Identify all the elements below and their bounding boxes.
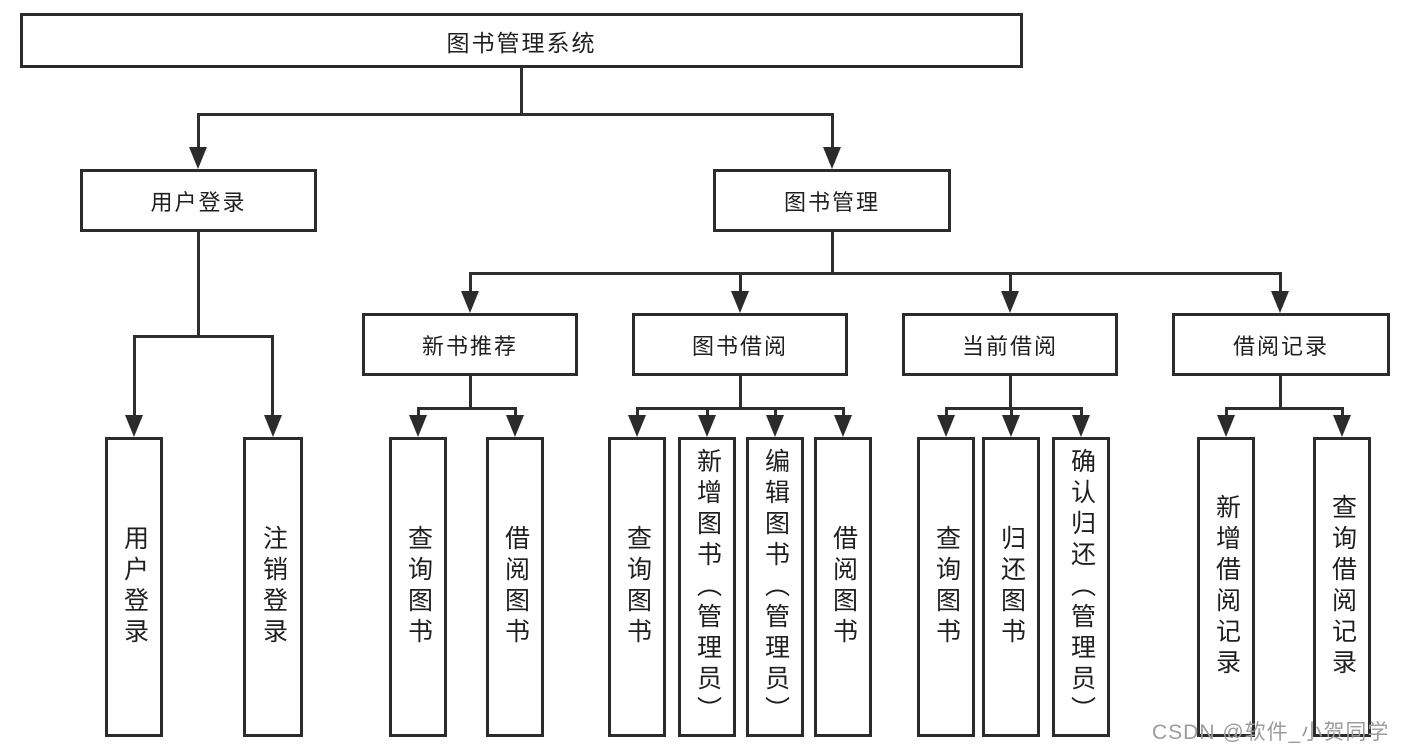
node-book-borrowing: 图书借阅 bbox=[632, 313, 848, 376]
connector-hline bbox=[468, 272, 1282, 275]
connector-hline bbox=[196, 113, 834, 116]
node-user-login: 用户登录 bbox=[80, 169, 317, 232]
node-label: 借阅图书 bbox=[501, 525, 530, 649]
connector-vline bbox=[1079, 407, 1083, 418]
arrow-down-icon bbox=[698, 415, 716, 437]
arrow-down-icon bbox=[263, 415, 282, 437]
connector-vline bbox=[196, 232, 200, 336]
arrow-down-icon bbox=[189, 147, 207, 169]
node-new-book-recommendation: 新书推荐 bbox=[362, 313, 578, 376]
connector-vline bbox=[944, 407, 948, 418]
node-label: 查询图书 bbox=[623, 525, 652, 649]
connector-hline bbox=[944, 407, 1083, 410]
connector-vline bbox=[132, 335, 136, 417]
arrow-down-icon bbox=[766, 415, 784, 437]
leaf-query-books-recommendation: 查询图书 bbox=[389, 437, 447, 737]
leaf-query-borrow-record: 查询借阅记录 bbox=[1313, 437, 1371, 737]
node-label: 查询借阅记录 bbox=[1328, 494, 1357, 680]
node-borrowing-records: 借阅记录 bbox=[1172, 313, 1390, 376]
node-label: 用户登录 bbox=[150, 189, 247, 215]
leaf-borrow-books-borrowing: 借阅图书 bbox=[814, 437, 872, 737]
connector-vline bbox=[416, 407, 420, 418]
node-label: 当前借阅 bbox=[961, 333, 1058, 359]
node-label: 图书管理 bbox=[783, 189, 880, 215]
leaf-add-borrow-record: 新增借阅记录 bbox=[1197, 437, 1255, 737]
arrow-down-icon bbox=[506, 415, 524, 437]
node-label: 查询图书 bbox=[404, 525, 433, 649]
node-book-management: 图书管理 bbox=[713, 169, 951, 232]
arrow-down-icon bbox=[1002, 415, 1020, 437]
connector-hline bbox=[635, 407, 845, 410]
node-current-borrowing: 当前借阅 bbox=[902, 313, 1118, 376]
connector-vline bbox=[1340, 407, 1344, 418]
leaf-logout: 注销登录 bbox=[243, 437, 303, 737]
arrow-down-icon bbox=[834, 415, 852, 437]
connector-vline bbox=[841, 407, 845, 418]
leaf-add-books-admin: 新增图书（管理员） bbox=[678, 437, 736, 737]
arrow-down-icon bbox=[409, 415, 427, 437]
node-label: 编辑图书（管理员） bbox=[761, 447, 790, 727]
node-label: 借阅图书 bbox=[829, 525, 858, 649]
connector-vline bbox=[468, 272, 472, 294]
node-label: 借阅记录 bbox=[1232, 333, 1329, 359]
node-label: 图书借阅 bbox=[691, 333, 788, 359]
connector-vline bbox=[738, 376, 742, 410]
arrow-down-icon bbox=[125, 415, 143, 437]
leaf-query-books-current: 查询图书 bbox=[917, 437, 975, 737]
arrow-down-icon bbox=[1001, 291, 1019, 313]
connector-hline bbox=[132, 335, 274, 338]
leaf-confirm-return-admin: 确认归还（管理员） bbox=[1052, 437, 1110, 737]
connector-vline bbox=[1009, 407, 1013, 418]
connector-vline bbox=[519, 68, 523, 114]
connector-vline bbox=[830, 113, 834, 151]
leaf-return-books: 归还图书 bbox=[982, 437, 1040, 737]
connector-vline bbox=[271, 335, 274, 417]
node-label: 图书管理系统 bbox=[446, 29, 597, 56]
node-label: 查询图书 bbox=[932, 525, 961, 649]
connector-vline bbox=[773, 407, 777, 418]
node-label: 新增图书（管理员） bbox=[693, 447, 722, 727]
arrow-down-icon bbox=[461, 291, 479, 313]
connector-vline bbox=[705, 407, 709, 418]
connector-vline bbox=[1278, 272, 1282, 294]
arrow-down-icon bbox=[1271, 291, 1289, 313]
node-label: 注销登录 bbox=[259, 525, 288, 649]
arrow-down-icon bbox=[823, 147, 841, 169]
arrow-down-icon bbox=[937, 415, 955, 437]
connector-vline bbox=[196, 113, 200, 151]
connector-vline bbox=[1008, 376, 1012, 410]
csdn-watermark: CSDN @软件_小贺同学 bbox=[1152, 721, 1390, 744]
arrow-down-icon bbox=[1333, 415, 1351, 437]
node-label: 新书推荐 bbox=[421, 333, 518, 359]
connector-vline bbox=[1278, 376, 1282, 410]
connector-hline bbox=[1224, 407, 1344, 410]
arrow-down-icon bbox=[628, 415, 646, 437]
connector-vline bbox=[830, 232, 834, 273]
arrow-down-icon bbox=[731, 291, 749, 313]
arrow-down-icon bbox=[1072, 415, 1090, 437]
connector-vline bbox=[1008, 272, 1012, 294]
node-label: 归还图书 bbox=[997, 525, 1026, 649]
node-label: 确认归还（管理员） bbox=[1067, 447, 1096, 727]
arrow-down-icon bbox=[1217, 415, 1235, 437]
node-label: 新增借阅记录 bbox=[1212, 494, 1241, 680]
node-library-management-system: 图书管理系统 bbox=[20, 13, 1023, 68]
connector-vline bbox=[738, 272, 742, 294]
connector-vline bbox=[1224, 407, 1228, 418]
connector-vline bbox=[635, 407, 639, 418]
node-label: 用户登录 bbox=[120, 525, 149, 649]
connector-vline bbox=[513, 407, 517, 418]
connector-vline bbox=[468, 376, 472, 410]
connector-hline bbox=[416, 407, 517, 410]
leaf-user-login: 用户登录 bbox=[105, 437, 163, 737]
leaf-query-books-borrowing: 查询图书 bbox=[608, 437, 666, 737]
leaf-borrow-books-recommendation: 借阅图书 bbox=[486, 437, 544, 737]
leaf-edit-books-admin: 编辑图书（管理员） bbox=[746, 437, 804, 737]
